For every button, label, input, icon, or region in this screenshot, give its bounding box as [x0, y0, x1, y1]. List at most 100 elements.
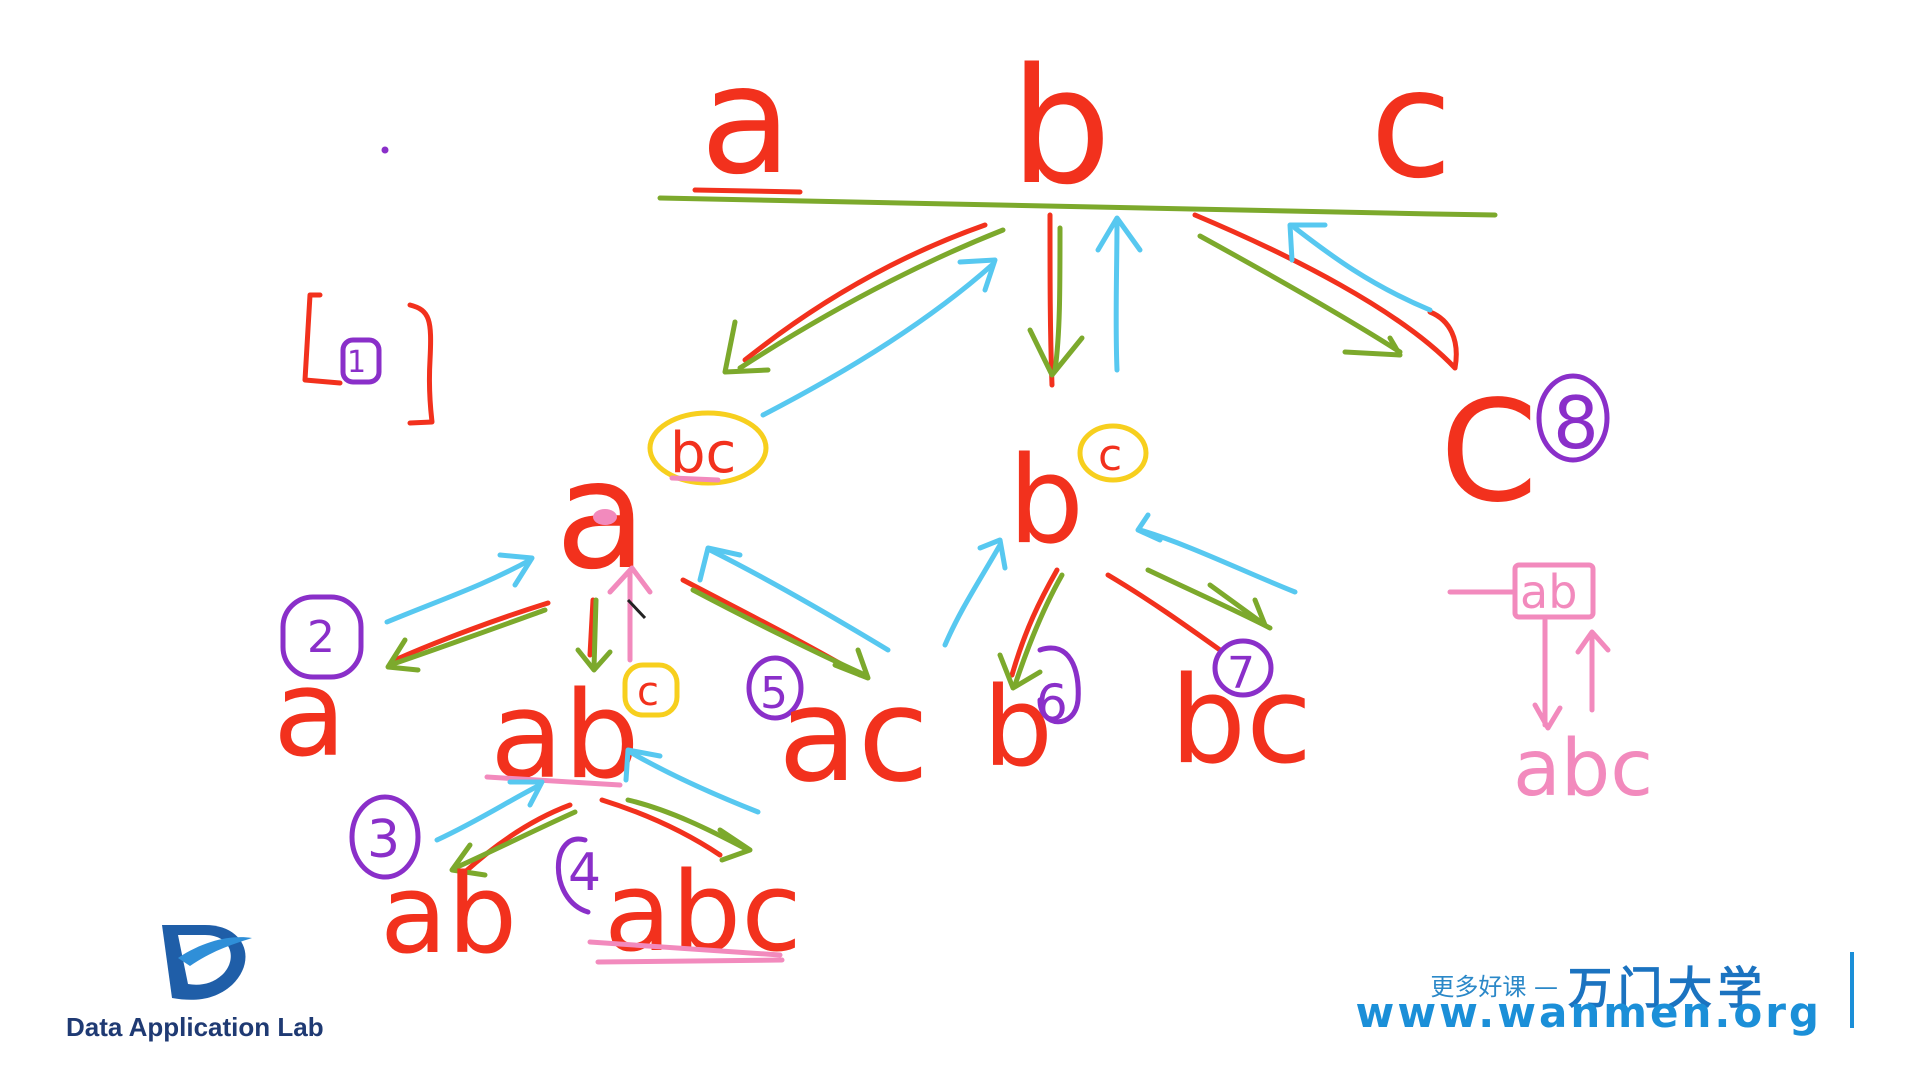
node-b: c b [1008, 423, 1149, 571]
level3-nodes: 3 ab 4 abc [349, 794, 802, 978]
edge-a-to-a-green [387, 607, 548, 668]
wanmen-brand: 万门大学 [1568, 963, 1768, 1014]
empty-set: 1 [302, 292, 435, 426]
edge-abc-return [627, 749, 761, 815]
edge-a-to-a-red [392, 600, 551, 663]
node-bc-text: bc [1170, 652, 1312, 791]
empty-set-step-digit: 1 [347, 345, 366, 380]
arrowhead-abc-return [623, 747, 663, 783]
node-c-text: C [1440, 371, 1538, 534]
step-2-marker [280, 594, 364, 680]
empty-set-right-bracket [407, 302, 435, 426]
wanmen-tagline: 更多好课 — [1430, 972, 1558, 1001]
step-8-text: 8 [1553, 381, 1599, 465]
node-ab-pink-underline [484, 774, 623, 788]
edge-a-to-ac-green [690, 587, 868, 678]
pink-note-down-arrowhead [1532, 702, 1563, 731]
pink-note: ab abc [1447, 562, 1653, 814]
edge-b-to-bc-green [1145, 567, 1273, 631]
wanmen-divider-bar [1850, 952, 1854, 1028]
arrowhead-b-return [1095, 215, 1143, 253]
step-7-marker [1212, 638, 1274, 698]
arrowhead-a-return [957, 257, 998, 293]
empty-set-step-marker [340, 337, 382, 385]
remaining-c-text: c [1098, 430, 1122, 481]
node-ab-exclude-text: ab [380, 850, 517, 978]
node-a-pink-dot [593, 509, 617, 525]
edge-ac-return [707, 547, 891, 653]
cursor-mark [626, 598, 647, 620]
arrowhead-ab-to-ab [449, 842, 488, 878]
edge-root-to-c-green [1197, 233, 1403, 355]
edge-ab-to-ab-green [452, 809, 578, 871]
edge-root-to-c-red [1192, 212, 1459, 371]
node-b-edges [942, 512, 1298, 691]
arrowhead-a-to-ac [832, 647, 871, 681]
node-b-exclude-text: b [983, 663, 1053, 791]
arrowhead-b-to-b [997, 652, 1043, 691]
remaining-c-marker [1077, 423, 1149, 483]
arrowhead-a-to-ab [575, 647, 613, 673]
node-abc-pink-underline-2 [595, 957, 785, 965]
node-a-exclude-text: a [273, 645, 347, 784]
edge-root-to-a-red [742, 222, 988, 363]
arrowhead-root-to-a [722, 319, 771, 375]
root-a-underline [692, 187, 803, 195]
edge-b-return-to-root [1113, 217, 1120, 373]
data-application-lab-logo-icon [162, 925, 252, 1000]
edge-root-to-b-green [1052, 225, 1063, 373]
root-underline [657, 195, 1498, 218]
edge-a-to-ab-red [587, 597, 596, 658]
arrowhead-ab-to-abc [717, 827, 753, 863]
step-4-marker [556, 836, 591, 915]
arrowhead-a-to-a [385, 637, 421, 673]
ink-dot [381, 146, 389, 154]
edge-b-exclude-return [942, 542, 1003, 648]
remaining-c-ab-marker [622, 662, 680, 718]
node-ab-edges [434, 747, 761, 878]
arrowhead-b-exclude-return [977, 537, 1008, 571]
node-a: bc a [555, 410, 769, 603]
edge-ab-to-abc-red [599, 797, 723, 858]
step-2-text: 2 [307, 612, 335, 663]
logo-swoosh [178, 937, 252, 966]
node-c: C 8 [1440, 371, 1610, 534]
pink-note-box [1512, 562, 1596, 620]
edge-b-to-b-green [1012, 572, 1065, 688]
level2-nodes: 2 a ab c 5 ac b 6 bc 7 [273, 594, 1312, 811]
pink-note-up-arrowhead [1575, 629, 1611, 655]
edge-a-return-to-root [760, 262, 995, 418]
step-4-text: 4 [568, 843, 601, 903]
arrowhead-ac-return [697, 545, 743, 583]
arrowhead-bc-return [1135, 512, 1163, 543]
step-6-marker [1037, 645, 1081, 725]
edge-ab-exclude-return [434, 782, 543, 843]
step-7-text: 7 [1227, 648, 1255, 699]
node-abc-pink-underline-1 [587, 939, 783, 958]
root-letter-c: c [1370, 38, 1452, 212]
step-3-marker [349, 794, 421, 880]
arrowhead-c-return [1287, 222, 1328, 263]
edge-a-to-ab-green [591, 597, 599, 671]
step-5-text: 5 [760, 668, 788, 719]
edge-root-to-b-red [1047, 212, 1055, 388]
step-3-text: 3 [367, 810, 400, 870]
arrowhead-b-to-bc [1207, 582, 1268, 628]
step-5-marker [746, 655, 804, 721]
pink-note-bottom-text: abc [1513, 724, 1653, 814]
arrowhead-root-to-b [1027, 327, 1085, 378]
root-letters: a b c [657, 33, 1498, 220]
step-6-text: 6 [1036, 674, 1068, 732]
root-edges [722, 212, 1459, 418]
root-letter-a: a [700, 34, 792, 208]
remaining-bc-pink-underline [669, 475, 721, 483]
empty-set-left-bracket [302, 292, 343, 386]
edge-b-to-bc-red [1105, 572, 1223, 653]
edge-bc-return [1137, 527, 1298, 595]
edge-ab-to-abc-green [625, 797, 751, 853]
wanmen-url: www.wanmen.org [1355, 988, 1822, 1037]
remaining-bc-marker [647, 410, 769, 486]
data-application-lab-name: Data Application Lab [66, 1012, 324, 1042]
